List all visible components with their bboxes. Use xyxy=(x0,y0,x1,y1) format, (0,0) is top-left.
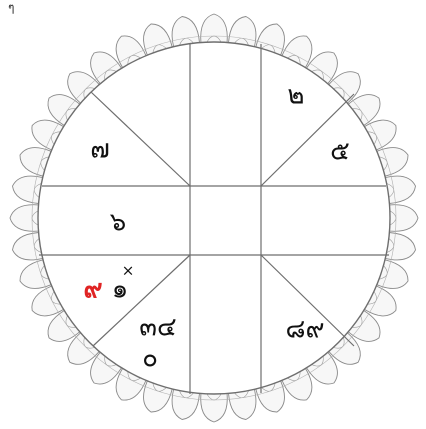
house-left-middle-number: ๖ xyxy=(110,208,127,238)
lace-petal xyxy=(201,394,228,423)
lace-petal xyxy=(13,233,43,260)
lace-petal xyxy=(229,17,256,47)
house-upper-left-number: ๗ xyxy=(90,135,110,165)
house-upper-right-inner-number: ๒ xyxy=(287,81,304,111)
corner-mark: ๆ xyxy=(8,1,14,15)
house-lower-left-planet-mark: × xyxy=(122,262,135,280)
lace-petal xyxy=(10,205,39,232)
chart-circle xyxy=(38,42,390,394)
house-lower-left-red-number: ๙ xyxy=(83,275,102,305)
lace-petal xyxy=(201,14,228,43)
house-upper-right-triangle-number: ๕ xyxy=(330,137,350,167)
house-lower-left-inner-bottom: ๐ xyxy=(142,344,158,374)
house-lower-right-inner-number: ๘๙ xyxy=(285,315,324,345)
house-lower-left-inner-top: ๓๔ xyxy=(139,313,176,343)
lace-petal xyxy=(13,176,43,203)
lace-petal xyxy=(390,205,419,232)
lace-petal xyxy=(172,389,199,419)
lace-petal xyxy=(172,17,199,47)
lace-petal xyxy=(385,176,415,203)
lace-petal xyxy=(229,389,256,419)
lace-petal xyxy=(385,233,415,260)
